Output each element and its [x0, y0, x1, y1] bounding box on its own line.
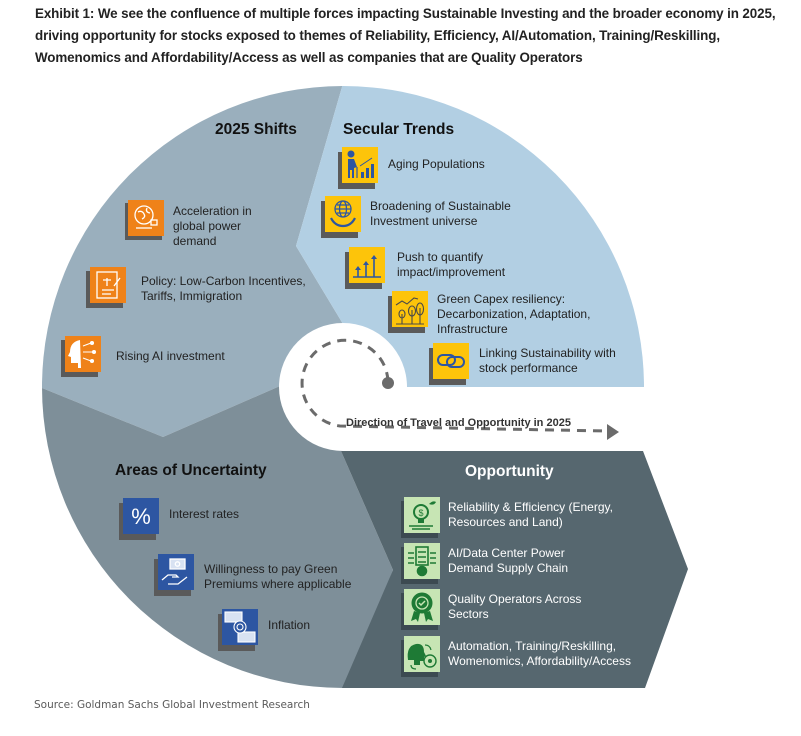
item-label: Quality Operators Across: [448, 592, 581, 606]
item-label: Aging Populations: [388, 157, 485, 171]
uncertainty-title: Areas of Uncertainty: [115, 462, 267, 479]
icon-tile-shadow: [96, 271, 118, 299]
ai-head-icon: [68, 340, 97, 368]
rising-arrows-icon: [353, 255, 381, 278]
secular-item: Push to quantify impact/improvement: [345, 247, 506, 289]
icon-tile-shadow: [224, 611, 243, 623]
icon-tile: [128, 200, 164, 236]
item-label: Demand Supply Chain: [448, 561, 568, 575]
svg-text:$: $: [418, 508, 423, 518]
item-label: Decarbonization, Adaptation,: [437, 307, 590, 321]
icon-tile: [392, 291, 428, 327]
green-growth-icon: [395, 297, 425, 325]
item-label: AI/Data Center Power: [448, 546, 565, 560]
item-label: demand: [173, 234, 216, 248]
icon-tile-shadow: [150, 219, 158, 226]
item-label: Tariffs, Immigration: [141, 289, 242, 303]
item-label: Green Capex resiliency:: [437, 292, 565, 306]
globe-hands-icon: [330, 200, 356, 228]
item-label: stock performance: [479, 361, 578, 375]
item-label: impact/improvement: [397, 265, 506, 279]
item-label: Linking Sustainability with: [479, 346, 616, 360]
icon-tile-shadow: [366, 168, 369, 178]
item-label: Policy: Low-Carbon Incentives,: [141, 274, 306, 288]
lightbulb-leaf-icon: $: [409, 501, 436, 530]
item-label: Resources and Land): [448, 515, 563, 529]
uncertainty-item: % Interest rates: [119, 498, 239, 540]
icon-tile-shadow: [169, 558, 186, 570]
data-center-gear-icon: [408, 546, 436, 577]
item-label: Rising AI investment: [116, 349, 225, 363]
opportunity-item: $ Reliability & Efficiency (Energy, Reso…: [401, 497, 613, 538]
shifts-item: Policy: Low-Carbon Incentives, Tariffs, …: [86, 267, 306, 308]
shifts-title: 2025 Shifts: [215, 121, 297, 138]
icon-tile-shadow: [371, 164, 374, 178]
direction-band: [343, 387, 673, 451]
secular-item: Aging Populations: [338, 147, 485, 189]
uncertainty-item: Inflation: [218, 609, 310, 651]
icon-tile: [123, 498, 159, 534]
direction-label: Direction of Travel and Opportunity in 2…: [346, 417, 571, 429]
uncertainty-item: Willingness to pay Green Premiums where …: [154, 554, 352, 596]
item-label: Push to quantify: [397, 250, 483, 264]
direction-dashed-path: [300, 338, 608, 433]
money-hand-icon: [161, 558, 188, 585]
item-label: Broadening of Sustainable: [370, 199, 511, 213]
icon-tile-shadow: [237, 631, 256, 643]
item-label: Automation, Training/Reskilling,: [448, 639, 616, 653]
icon-tile: [90, 267, 126, 303]
item-label: Willingness to pay Green: [204, 562, 337, 576]
head-automation-icon: [407, 643, 437, 670]
secular-item: Green Capex resiliency: Decarbonization,…: [388, 291, 590, 336]
secular-item: Linking Sustainability with stock perfor…: [429, 343, 616, 385]
shifts-item: Acceleration in global power demand: [125, 200, 252, 248]
direction-arrowhead-icon: [607, 424, 619, 440]
policy-document-icon: [96, 271, 121, 299]
icon-tile-shadow: [415, 546, 429, 566]
opportunity-item: AI/Data Center Power Demand Supply Chain: [401, 543, 568, 584]
item-label: Sectors: [448, 607, 489, 621]
icon-tile-shadow: [446, 356, 465, 368]
opportunity-item: Automation, Training/Reskilling, Womenom…: [401, 636, 631, 677]
secular-item: Broadening of Sustainable Investment uni…: [321, 196, 511, 238]
percent-icon: %: [131, 504, 151, 529]
money-exchange-icon: [224, 611, 256, 643]
item-label: Infrastructure: [437, 322, 508, 336]
globe-plug-icon: [134, 205, 158, 229]
quality-badge-icon: [411, 592, 433, 622]
item-label: Acceleration in: [173, 204, 252, 218]
item-label: Premiums where applicable: [204, 577, 352, 591]
opportunity-title: Opportunity: [465, 463, 554, 480]
secular-title: Secular Trends: [343, 121, 454, 138]
direction-start-dot: [382, 377, 394, 389]
icon-tile-shadow: [437, 354, 456, 366]
aging-person-icon: [347, 150, 374, 178]
opportunity-item: Quality Operators Across Sectors: [401, 589, 581, 630]
chain-link-icon: [437, 354, 465, 368]
item-label: Interest rates: [169, 507, 239, 521]
item-label: Reliability & Efficiency (Energy,: [448, 500, 613, 514]
icon-tile-shadow: [361, 172, 364, 178]
item-label: Investment universe: [370, 214, 478, 228]
shifts-item: Rising AI investment: [61, 336, 225, 377]
icon-tile-shadow: [418, 519, 424, 523]
exhibit-title: Exhibit 1: We see the confluence of mult…: [35, 6, 776, 65]
item-label: global power: [173, 219, 241, 233]
item-label: Inflation: [268, 618, 310, 632]
item-label: Womenomics, Affordability/Access: [448, 654, 631, 668]
source-note: Source: Goldman Sachs Global Investment …: [34, 699, 310, 711]
